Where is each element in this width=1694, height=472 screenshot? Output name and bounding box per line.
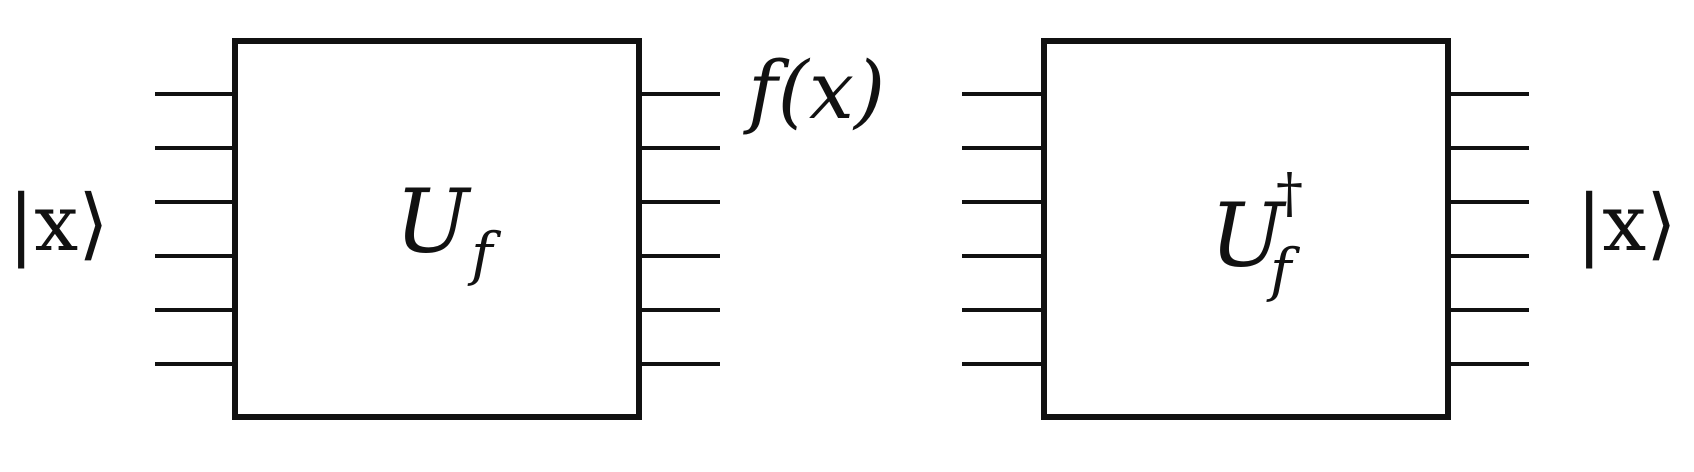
input-ket-label: |x⟩ xyxy=(8,179,109,269)
gate2-output-wires xyxy=(1448,92,1529,366)
gate-uf-dagger-base: U xyxy=(1210,184,1287,287)
middle-fx-label: f(x) xyxy=(743,44,885,137)
gate1-input-wires xyxy=(155,92,235,366)
gate-uf-label: Uf xyxy=(395,170,502,288)
gate-uf-base: U xyxy=(395,170,472,273)
gate-uf-dagger-box xyxy=(1041,38,1451,420)
gate-uf-box xyxy=(232,38,642,420)
gate2-input-wires xyxy=(962,92,1044,366)
gate1-output-wires xyxy=(639,92,720,366)
gate-uf-dagger-label: U xyxy=(1210,184,1287,287)
gate-uf-dagger-superscript: † xyxy=(1276,162,1303,225)
output-ket-label: |x⟩ xyxy=(1576,179,1677,269)
